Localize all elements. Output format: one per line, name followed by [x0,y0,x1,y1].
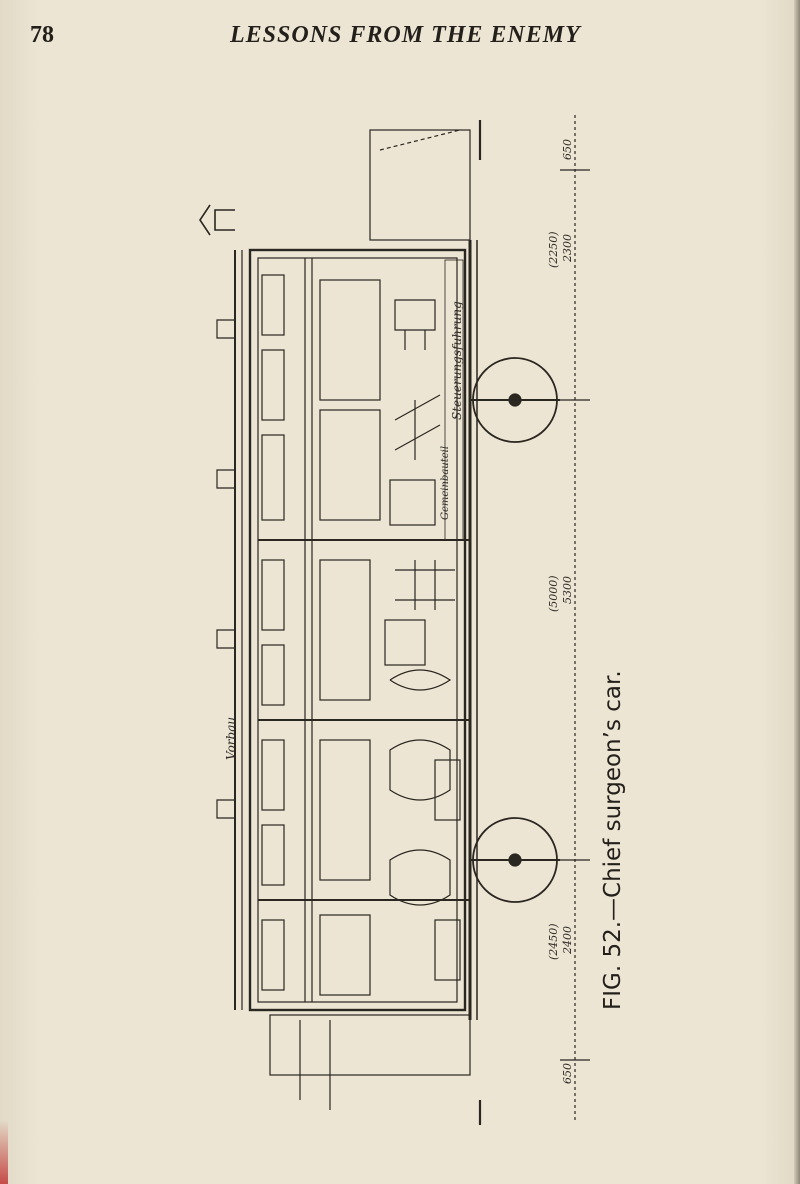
interior-panel [319,559,371,701]
window [261,739,285,811]
cabinet [384,619,426,666]
dimension-lower-paren: (2450) [547,923,560,960]
dimension-lower: 2400 [561,926,574,954]
car-drawing-svg [199,115,590,1125]
interior-panel [319,739,371,881]
ventilator [216,469,235,489]
window [261,559,285,631]
chair [394,394,441,460]
dimension-bottom: 650 [561,1063,574,1084]
side-plank [444,259,464,541]
interior-panel [319,409,381,521]
window [261,349,285,421]
window [261,274,285,336]
ventilator [216,629,235,649]
dimension-middle-paren: (5000) [547,575,560,612]
rear-platform [269,1014,471,1076]
window [261,434,285,521]
dimension-upper: 2300 [561,234,574,262]
dimension-upper-paren: (2250) [547,231,560,268]
ventilator [216,319,235,339]
interior-panel [319,914,371,996]
handwriting-side: Steuerungsfuhrung [450,301,464,420]
seat [389,849,451,906]
dimension-top: 650 [561,139,574,160]
chair [395,560,455,610]
page-number: 78 [30,22,54,48]
interior-panel [319,279,381,401]
seat [389,669,452,691]
table [389,479,436,526]
ventilator [199,204,235,236]
car-inner-outline [257,257,458,1003]
window [261,824,285,886]
car-body [199,115,590,1125]
cabinet [434,919,461,981]
chair [394,299,436,350]
ventilator [216,799,235,819]
steps [299,1020,331,1110]
seat [389,739,451,801]
figure-caption: FIG. 52.—Chief surgeon’s car. [600,670,626,1010]
handwriting-vorbau: Vorbau [224,716,238,760]
front-platform [369,129,471,241]
cabinet [434,759,461,821]
car-outline [248,248,467,1012]
window [261,644,285,706]
dimension-middle: 5300 [561,576,574,604]
page-header: 78 LESSONS FROM THE ENEMY [0,22,800,52]
car-drawing [180,100,600,1130]
handwriting-side-small: Gemeinbauteil [440,445,451,520]
running-title: LESSONS FROM THE ENEMY [230,22,581,48]
platform-chain [379,129,461,151]
page-spine-shadow [794,0,800,1184]
edge-mark [0,1120,8,1184]
window [261,919,285,991]
